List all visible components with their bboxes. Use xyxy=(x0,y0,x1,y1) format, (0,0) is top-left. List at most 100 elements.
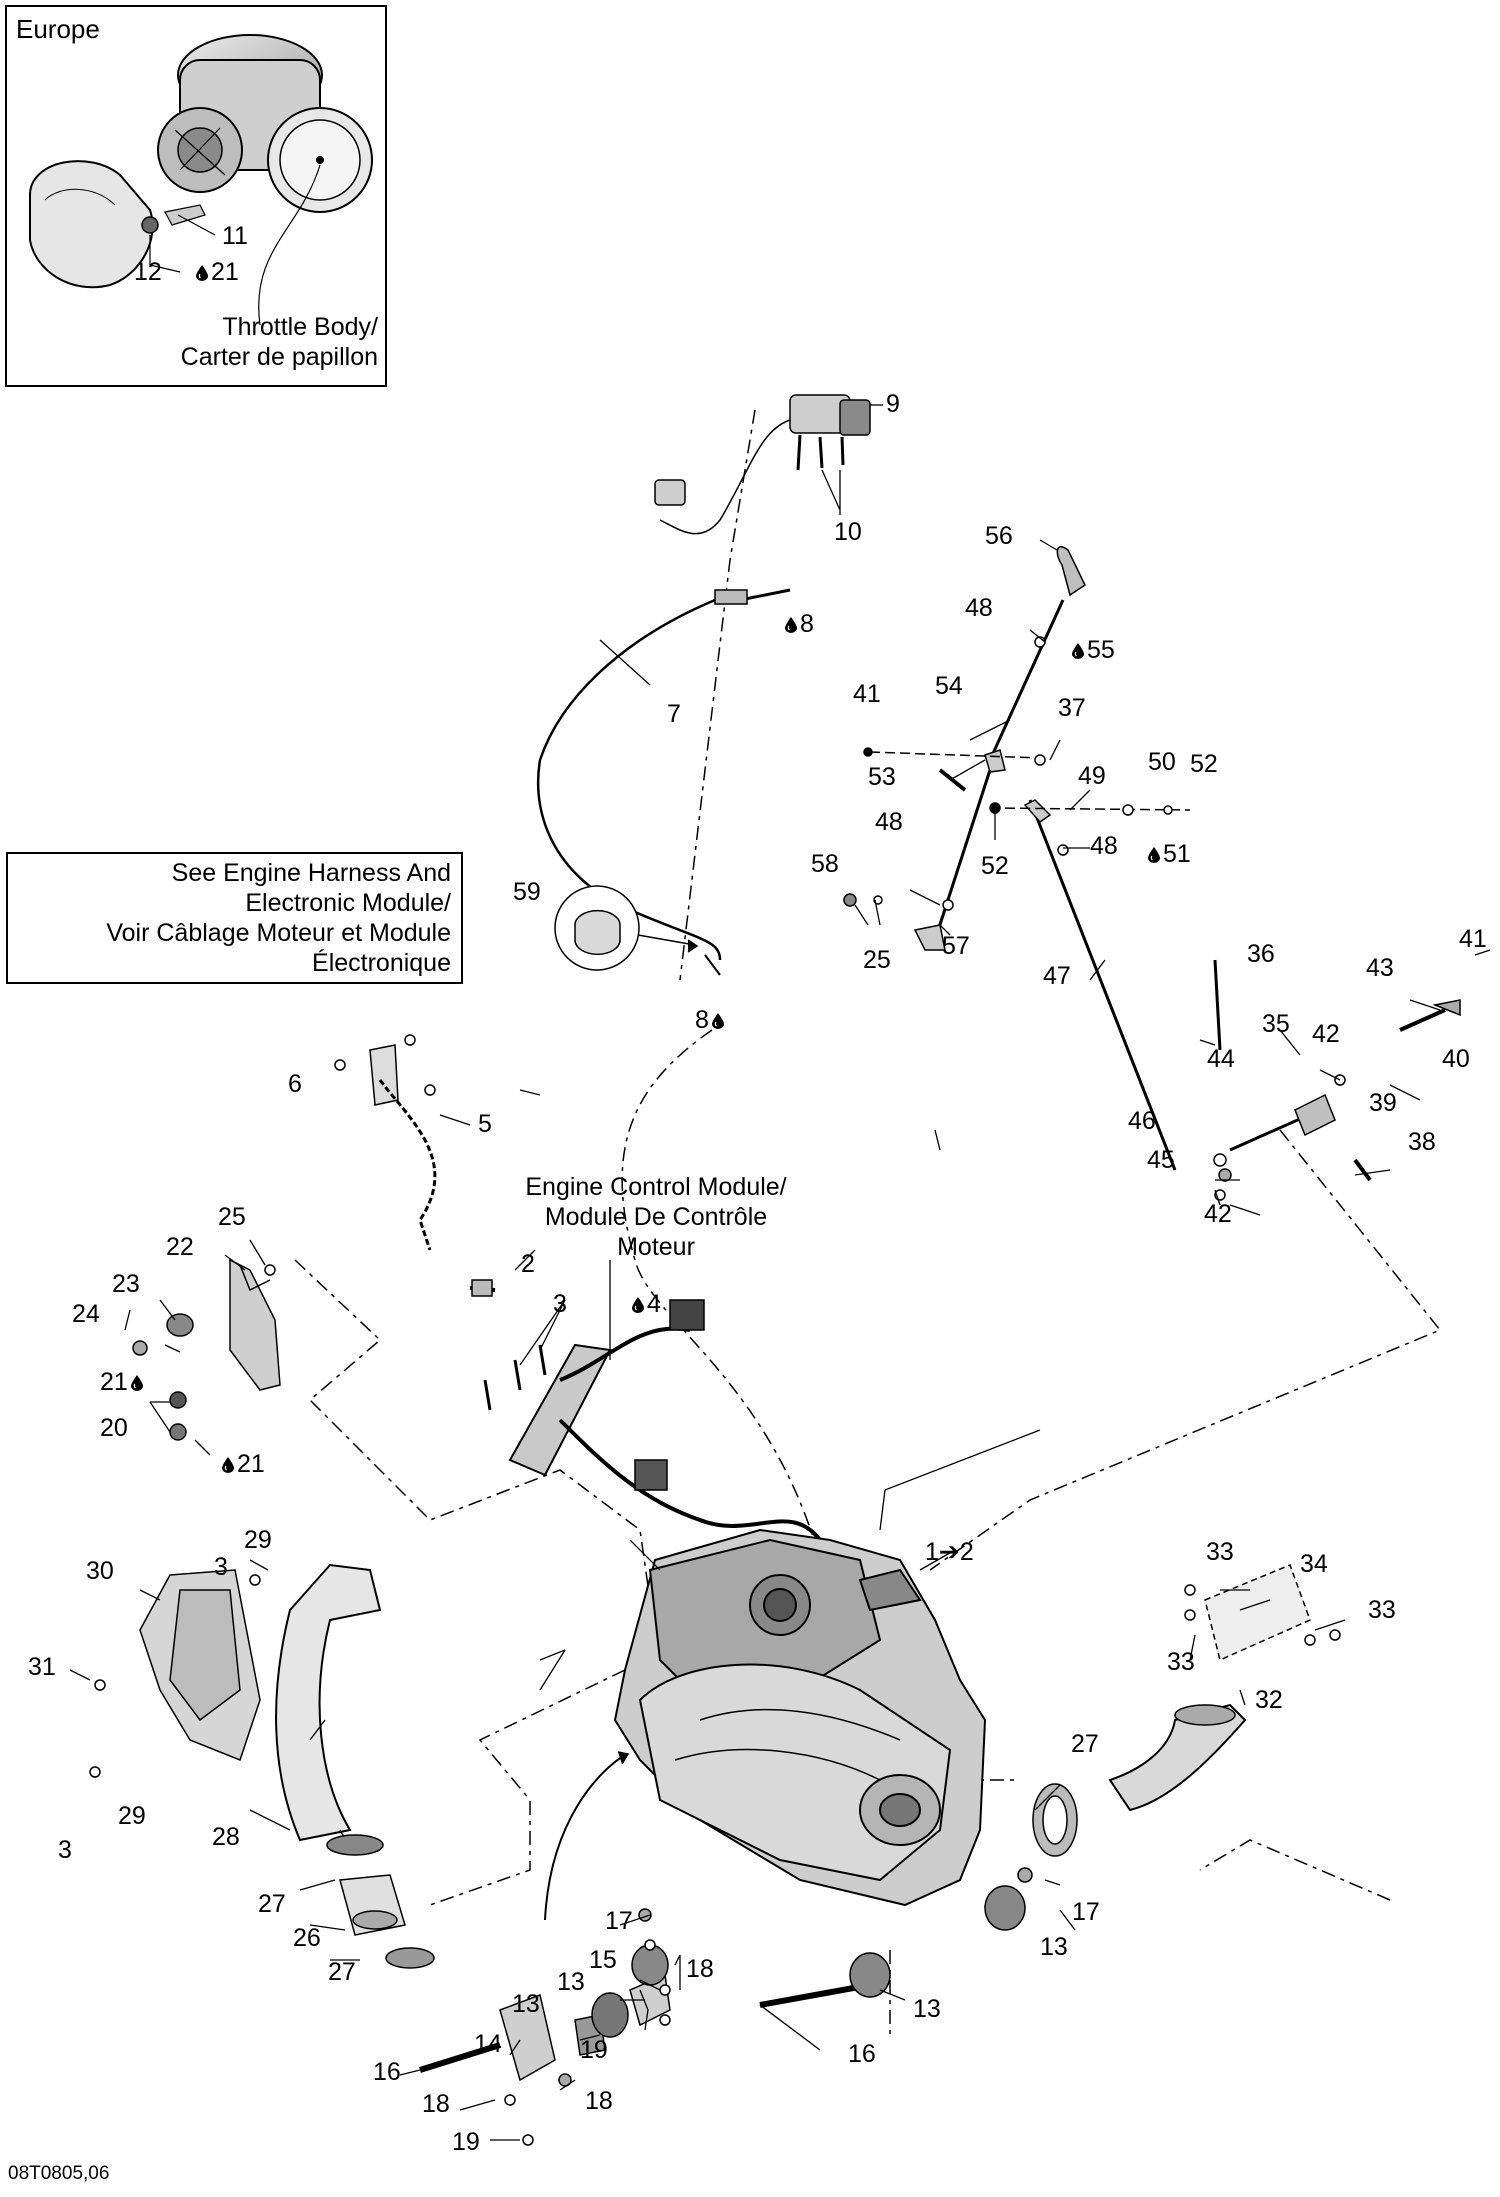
assembly-dashed-lines xyxy=(294,409,1442,2040)
harness-note-line3: Voir Câblage Moteur et Module xyxy=(106,919,451,947)
harness-note-line4: Électronique xyxy=(312,949,451,977)
callout-6: 6 xyxy=(288,1070,302,1098)
callout-8a: 8 xyxy=(785,610,814,638)
callout-18a: 18 xyxy=(686,1955,714,1983)
callout-59: 59 xyxy=(513,878,541,906)
callout-34: 34 xyxy=(1300,1550,1328,1578)
callout-1: 1➔2 xyxy=(925,1538,974,1566)
callout-39: 39 xyxy=(1369,1089,1397,1117)
throttle-stop-part xyxy=(554,885,699,971)
leader-lines xyxy=(69,404,1491,2141)
oil-drop-icon xyxy=(632,1297,644,1313)
callout-57: 57 xyxy=(942,932,970,960)
callout-29b: 29 xyxy=(118,1802,146,1830)
callout-12: 12 xyxy=(134,258,162,286)
callout-54: 54 xyxy=(935,672,963,700)
callout-52b: 52 xyxy=(981,852,1009,880)
throttle-body-caption-line2: Carter de papillon xyxy=(180,343,378,371)
callout-4: 4 xyxy=(632,1290,661,1318)
ecm-caption-line2: Module De Contrôle xyxy=(544,1203,768,1231)
callout-13b: 13 xyxy=(512,1990,540,2018)
callout-14: 14 xyxy=(474,2030,502,2058)
callout-33c: 33 xyxy=(1167,1648,1195,1676)
callout-19a: 19 xyxy=(580,2036,608,2064)
callout-48a: 48 xyxy=(965,594,993,622)
callout-33a: 33 xyxy=(1206,1538,1234,1566)
callout-22: 22 xyxy=(166,1233,194,1261)
ecm-caption-line1: Engine Control Module/ xyxy=(525,1173,787,1201)
callout-55: 55 xyxy=(1072,636,1115,664)
callout-20: 20 xyxy=(100,1414,128,1442)
callout-53: 53 xyxy=(868,763,896,791)
callout-58: 58 xyxy=(811,850,839,878)
callout-31: 31 xyxy=(28,1653,56,1681)
callout-3a: 3 xyxy=(553,1290,567,1318)
callout-26: 26 xyxy=(293,1924,321,1952)
callout-55-label: 55 xyxy=(1087,636,1115,664)
engine-harness-connector xyxy=(334,1034,496,1297)
cvt-air-inlet-duct xyxy=(89,1563,435,1969)
callout-9: 9 xyxy=(886,390,900,418)
throttle-cable-assembly xyxy=(536,394,871,976)
harness-reference-note: See Engine Harness And Electronic Module… xyxy=(6,852,463,984)
inset-throttle-body xyxy=(5,5,387,387)
callout-21a-label: 21 xyxy=(100,1368,128,1396)
callout-37: 37 xyxy=(1058,694,1086,722)
oil-drop-icon xyxy=(222,1457,234,1473)
callout-18b: 18 xyxy=(422,2090,450,2118)
oil-drop-icon xyxy=(1148,847,1160,863)
oil-drop-icon xyxy=(712,1013,724,1029)
ecm-caption: Engine Control Module/ Module De Contrôl… xyxy=(486,1172,826,1262)
callout-11: 11 xyxy=(222,222,248,250)
callout-36: 36 xyxy=(1247,940,1275,968)
callout-21-inset-label: 21 xyxy=(211,258,239,286)
engine-control-module xyxy=(483,1299,822,1542)
callout-40: 40 xyxy=(1442,1045,1470,1073)
callout-29a: 29 xyxy=(244,1526,272,1554)
callout-16a: 16 xyxy=(373,2058,401,2086)
callout-52a: 52 xyxy=(1190,750,1218,778)
callout-41b: 41 xyxy=(1459,925,1487,953)
callout-5: 5 xyxy=(478,1110,492,1138)
callout-15: 15 xyxy=(589,1946,617,1974)
harness-note-line2: Electronic Module/ xyxy=(245,889,451,917)
callout-18c: 18 xyxy=(585,2087,613,2115)
callout-25a: 25 xyxy=(863,946,891,974)
callout-21b-label: 21 xyxy=(237,1450,265,1478)
throttle-body-caption-line1: Throttle Body/ xyxy=(222,313,378,341)
callout-42b: 42 xyxy=(1204,1200,1232,1228)
callout-43: 43 xyxy=(1366,954,1394,982)
callout-28: 28 xyxy=(212,1823,240,1851)
callout-13d: 13 xyxy=(913,1995,941,2023)
callout-48c: 48 xyxy=(1090,832,1118,860)
engine-assembly xyxy=(613,1528,987,1907)
callout-4-label: 4 xyxy=(647,1290,661,1318)
callout-44: 44 xyxy=(1207,1045,1235,1073)
oil-drop-icon xyxy=(785,617,797,633)
callout-38: 38 xyxy=(1408,1128,1436,1156)
callout-10: 10 xyxy=(834,518,862,546)
oil-drop-icon xyxy=(1072,643,1084,659)
callout-8b: 8 xyxy=(695,1006,727,1034)
callout-27b: 27 xyxy=(328,1958,356,1986)
callout-32: 32 xyxy=(1255,1686,1283,1714)
callout-48b: 48 xyxy=(875,808,903,836)
callout-21-inset: 21 xyxy=(196,258,239,286)
lower-engine-mounts xyxy=(419,1751,1033,2146)
throttle-body-caption: Throttle Body/ Carter de papillon xyxy=(133,312,378,372)
callout-7: 7 xyxy=(667,700,681,728)
callout-21b: 21 xyxy=(222,1450,265,1478)
callout-51-label: 51 xyxy=(1163,840,1191,868)
callout-13a: 13 xyxy=(557,1968,585,1996)
callout-27c: 27 xyxy=(1071,1730,1099,1758)
callout-35: 35 xyxy=(1262,1010,1290,1038)
callout-33b: 33 xyxy=(1368,1596,1396,1624)
oil-drop-icon xyxy=(196,265,208,281)
callout-51: 51 xyxy=(1148,840,1191,868)
callout-27a: 27 xyxy=(258,1890,286,1918)
engine-mount-bracket xyxy=(132,1258,281,1441)
ecm-caption-line3: Moteur xyxy=(617,1233,695,1261)
callout-42a: 42 xyxy=(1312,1020,1340,1048)
harness-note-line1: See Engine Harness And xyxy=(171,859,451,887)
